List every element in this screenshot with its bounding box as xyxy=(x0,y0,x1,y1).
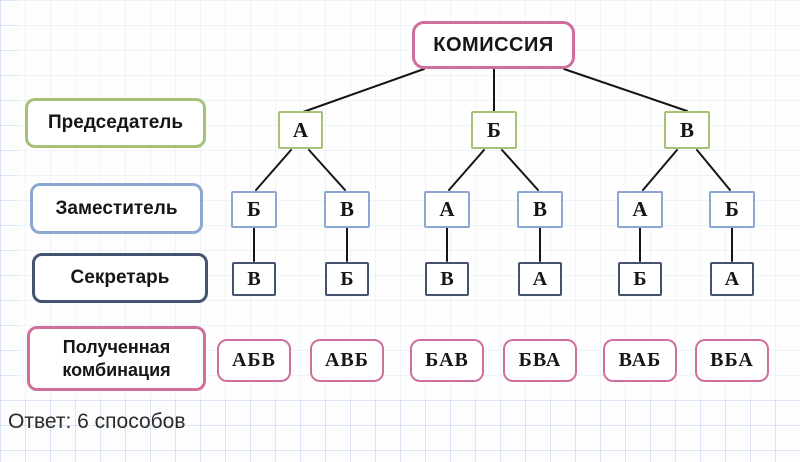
combination-box: АБВ xyxy=(217,339,291,382)
tree-node-level3: Б xyxy=(618,262,662,296)
tree-node-level1: В xyxy=(664,111,710,149)
tree-node-level2: А xyxy=(617,191,663,228)
tree-node-level2: В xyxy=(324,191,370,228)
row-label-combination: Полученная комбинация xyxy=(27,326,206,391)
tree-node-level2: Б xyxy=(709,191,755,228)
tree-node-level2: В xyxy=(517,191,563,228)
connector-line xyxy=(696,149,731,191)
connector-line xyxy=(642,149,678,191)
combination-box: АВБ xyxy=(310,339,384,382)
tree-node-level3: А xyxy=(518,262,562,296)
connector-line xyxy=(501,149,539,191)
combination-box: БАВ xyxy=(410,339,484,382)
connector-line xyxy=(563,68,688,112)
answer-text: Ответ: 6 способов xyxy=(8,410,186,433)
root-node-commission: КОМИССИЯ xyxy=(412,21,575,69)
tree-node-level3: В xyxy=(425,262,469,296)
row-label-chairman: Председатель xyxy=(25,98,206,148)
tree-node-level1: Б xyxy=(471,111,517,149)
tree-node-level2: Б xyxy=(231,191,277,228)
row-label-secretary: Секретарь xyxy=(32,253,208,303)
connector-line xyxy=(255,149,292,191)
tree-node-level2: А xyxy=(424,191,470,228)
tree-node-level1: А xyxy=(278,111,323,149)
combination-box: ВАБ xyxy=(603,339,677,382)
connector-line xyxy=(448,149,485,191)
tree-node-level3: А xyxy=(710,262,754,296)
connector-line xyxy=(302,68,425,113)
tree-node-level3: Б xyxy=(325,262,369,296)
combination-box: БВА xyxy=(503,339,577,382)
connector-line xyxy=(308,149,346,191)
tree-node-level3: В xyxy=(232,262,276,296)
row-label-deputy: Заместитель xyxy=(30,183,203,234)
combination-box: ВБА xyxy=(695,339,769,382)
